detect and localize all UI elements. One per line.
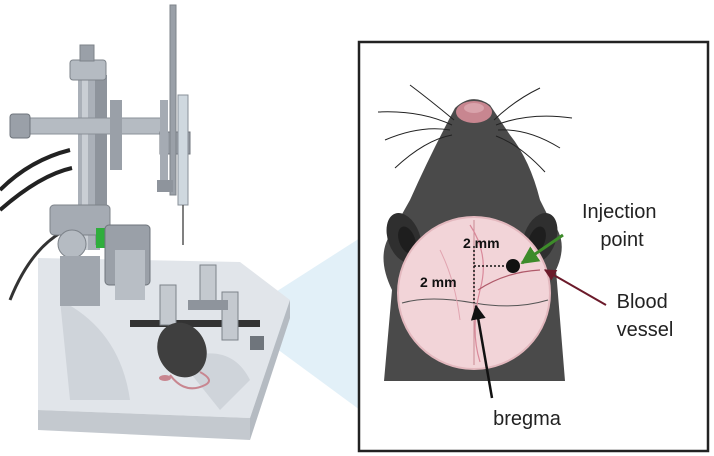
injection-point-marker — [506, 259, 520, 273]
stereotaxic-apparatus — [0, 4, 360, 440]
cable — [0, 148, 71, 192]
injection-arrow — [520, 233, 564, 265]
bregma-arrow — [470, 304, 494, 399]
zoom-panel: 2 mm 2 mm Injection point Blood vessel b… — [357, 40, 710, 453]
dim-horizontal-label: 2 mm — [420, 274, 457, 290]
blood-vessel-label: Blood vessel — [617, 291, 674, 341]
zoom-beam — [235, 238, 360, 410]
injector-rod — [169, 4, 177, 196]
blood-vessel-path — [469, 224, 484, 363]
horizontal-arm — [13, 117, 165, 135]
whiskers — [377, 84, 573, 173]
injection-point-label: Injection point — [582, 201, 662, 251]
mouse-body — [157, 322, 207, 378]
mouse-tail — [169, 371, 210, 390]
dim-vertical-label: 2 mm — [463, 235, 500, 251]
ear-bar — [130, 320, 260, 327]
blood-vessel-arrow — [543, 269, 607, 306]
bregma-label: bregma — [493, 408, 562, 430]
